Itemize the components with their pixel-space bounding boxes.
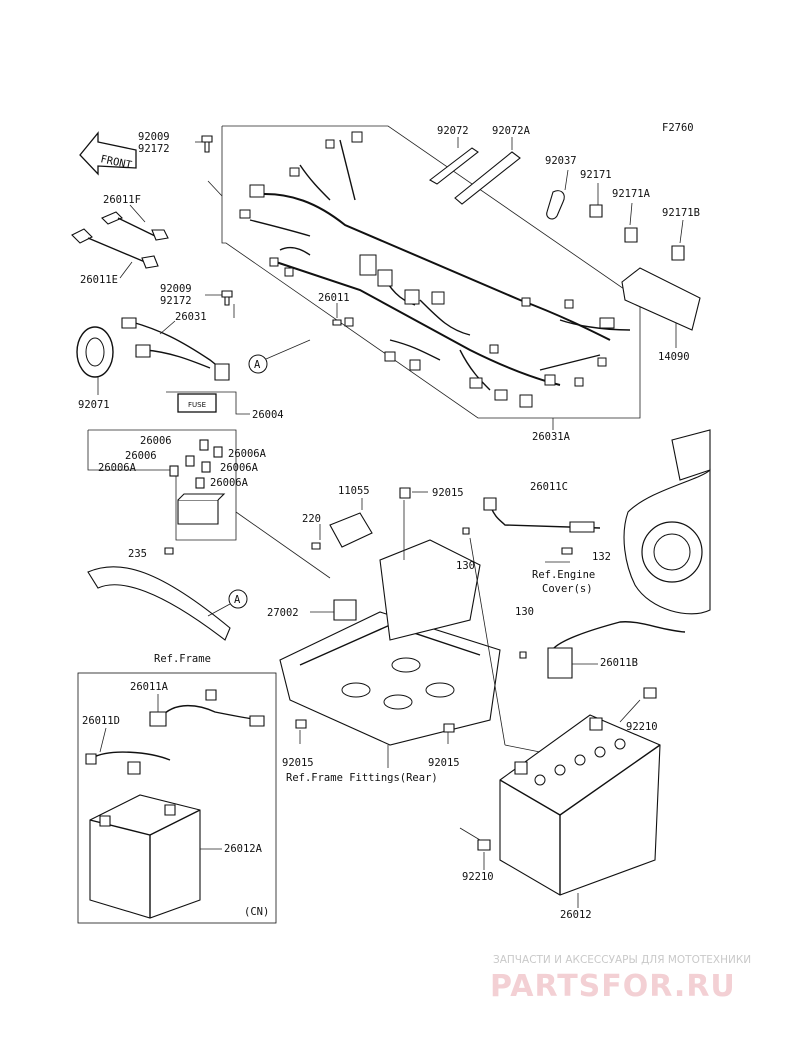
battery-tray: [279, 487, 501, 768]
cn-tag: (CN): [244, 906, 269, 918]
label-26012A: 26012A: [224, 843, 263, 855]
svg-text:A: A: [254, 359, 261, 371]
ref-frame-bar: [87, 566, 231, 641]
label-92037: 92037: [545, 155, 577, 167]
figure-id: F2760: [662, 122, 694, 134]
label-92071: 92071: [78, 399, 110, 411]
label-92210-right: 92210: [626, 721, 658, 733]
label-92171: 92171: [580, 169, 612, 181]
label-92015-right: 92015: [428, 757, 460, 769]
engine-cover: [623, 429, 711, 615]
label-26006A-d: 26006A: [210, 477, 249, 489]
label-26011E: 26011E: [80, 274, 118, 286]
watermark-logo: PARTSFOR.RU: [490, 969, 736, 1004]
label-26004: 26004: [252, 409, 284, 421]
cn-battery-box: [77, 672, 277, 924]
svg-text:A: A: [234, 594, 241, 606]
label-92171A: 92171A: [612, 188, 651, 200]
label-26011: 26011: [318, 292, 350, 304]
label-27002: 27002: [267, 607, 299, 619]
label-26031: 26031: [175, 311, 207, 323]
watermark: ЗАПЧАСТИ И АКСЕССУАРЫ ДЛЯ МОТОТЕХНИКИ PA…: [490, 954, 751, 1004]
label-26012: 26012: [560, 909, 592, 921]
ref-frame-label: Ref.Frame: [154, 653, 211, 665]
label-26011D: 26011D: [82, 715, 120, 727]
label-14090: 14090: [658, 351, 690, 363]
label-26006A-b: 26006A: [228, 448, 267, 460]
label-92172-top: 92172: [138, 143, 170, 155]
label-26006A-c: 26006A: [220, 462, 259, 474]
label-26031A: 26031A: [532, 431, 571, 443]
label-132: 132: [592, 551, 611, 563]
reference-labels: Ref.Engine Cover(s) Ref.Frame Ref.Frame …: [154, 569, 595, 918]
harness-outline: [207, 125, 641, 419]
ref-engine-label-1: Ref.Engine: [532, 569, 595, 581]
ref-engine-label-2: Cover(s): [542, 583, 593, 595]
label-26006A-a: 26006A: [98, 462, 137, 474]
marker-a-1: A: [248, 354, 268, 374]
label-92171B: 92171B: [662, 207, 700, 219]
label-130-a: 130: [456, 560, 475, 572]
watermark-caption: ЗАПЧАСТИ И АКСЕССУАРЫ ДЛЯ МОТОТЕХНИКИ: [493, 954, 751, 966]
label-92015-top: 92015: [432, 487, 464, 499]
part-labels: 92009 92172 26011F 26011E 92009 92172 26…: [78, 125, 700, 921]
label-92015-left: 92015: [282, 757, 314, 769]
label-26011C: 26011C: [530, 481, 568, 493]
front-arrow-icon: FRONT: [79, 131, 137, 176]
label-26011F: 26011F: [103, 194, 141, 206]
label-130-b: 130: [515, 606, 534, 618]
label-26006-a: 26006: [140, 435, 172, 447]
label-235: 235: [128, 548, 147, 560]
battery-26012: [499, 714, 661, 908]
sensor-leads: [459, 497, 686, 870]
label-26006-b: 26006: [125, 450, 157, 462]
label-92072A: 92072A: [492, 125, 531, 137]
label-26011B: 26011B: [600, 657, 638, 669]
label-92210-bottom: 92210: [462, 871, 494, 883]
label-11055: 11055: [338, 485, 370, 497]
label-92172-mid: 92172: [160, 295, 192, 307]
label-92009-top: 92009: [138, 131, 170, 143]
fuse-box-label: FUSE: [188, 401, 206, 409]
wiring-harness-main: [239, 131, 631, 408]
ref-frame-fittings-label: Ref.Frame Fittings(Rear): [286, 772, 438, 784]
small-parts-top: [71, 135, 342, 381]
label-92009-mid: 92009: [160, 283, 192, 295]
cable-ties: [429, 147, 701, 331]
label-220: 220: [302, 513, 321, 525]
fuse-block-area: FUSE: [87, 391, 331, 579]
marker-a-2: A: [228, 589, 248, 609]
label-26011A: 26011A: [130, 681, 169, 693]
label-92072: 92072: [437, 125, 469, 137]
